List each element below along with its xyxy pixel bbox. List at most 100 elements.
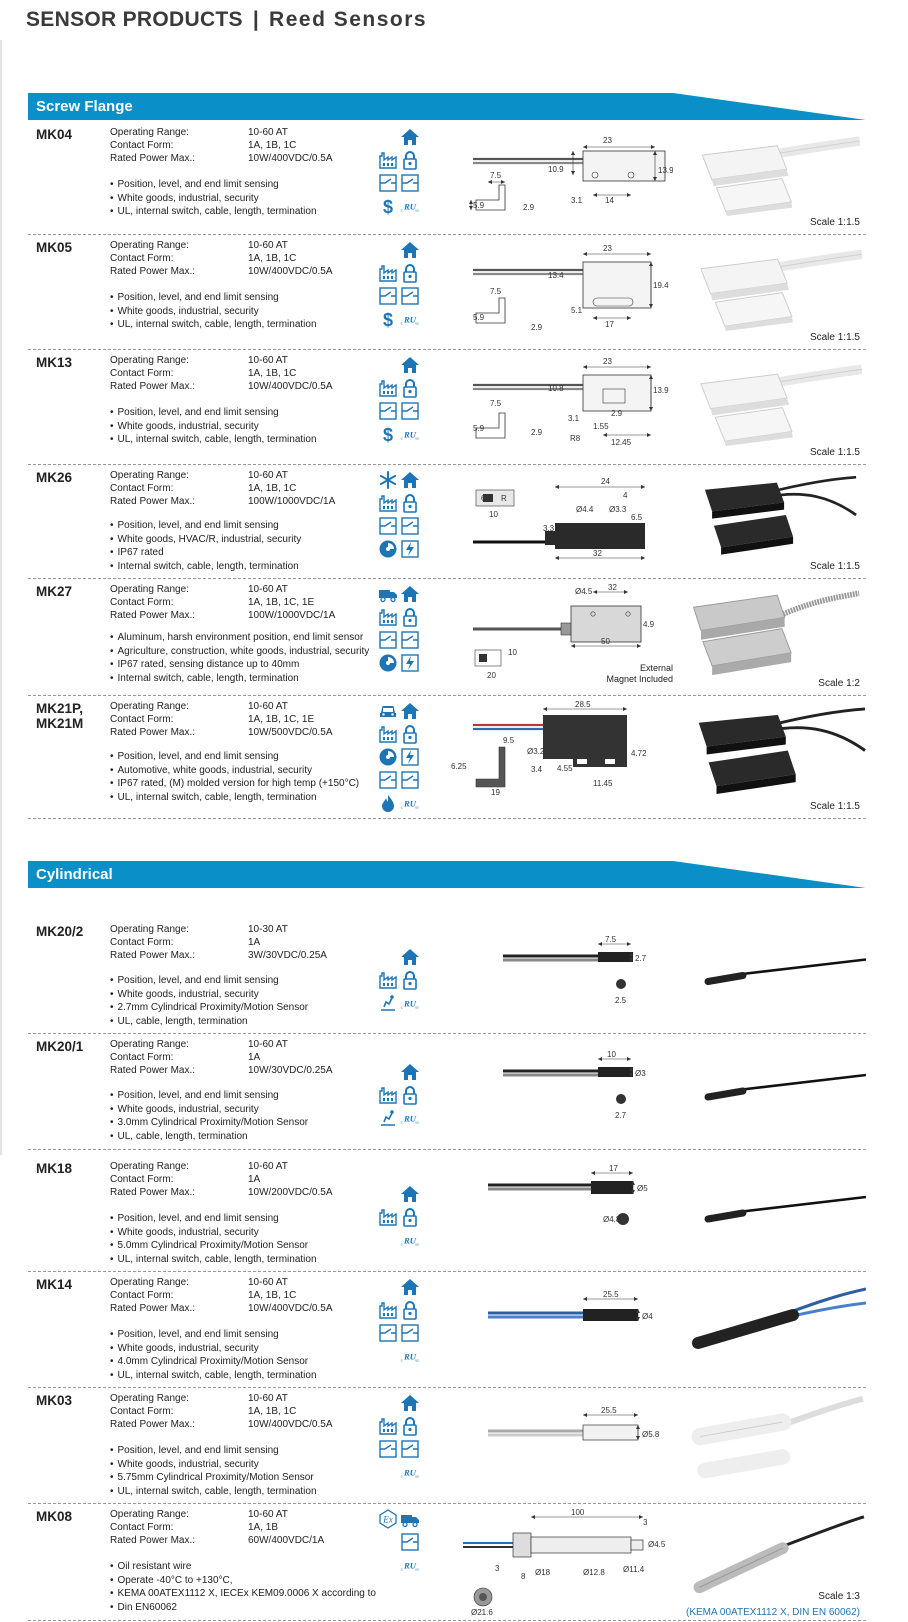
- model-number: MK03: [36, 1393, 73, 1408]
- spec-list: Operating Range:10-60 AT Contact Form:1A…: [110, 1038, 333, 1077]
- lock-icon: [400, 150, 420, 170]
- feature-item: 5.75mm Cylindrical Proximity/Motion Sens…: [110, 1471, 317, 1485]
- spec-contact-form: Contact Form:1A, 1B, 1C, 1E: [110, 596, 335, 609]
- spec-rated-power: Rated Power Max.:10W/30VDC/0.25A: [110, 1064, 333, 1077]
- feature-list: Position, level, and end limit sensingWh…: [110, 519, 302, 573]
- product-row-mk26: MK26 Operating Range:10-60 AT Contact Fo…: [28, 464, 866, 579]
- spec-value: 1A, 1B, 1C: [248, 368, 297, 379]
- svg-text:6.8: 6.8: [481, 494, 493, 503]
- feature-item: 2.7mm Cylindrical Proximity/Motion Senso…: [110, 1001, 309, 1015]
- svg-text:RU: RU: [403, 998, 417, 1008]
- spec-value: 10-60 AT: [248, 1277, 288, 1288]
- product-photo: [668, 924, 866, 1015]
- svg-text:10.9: 10.9: [548, 165, 564, 174]
- spec-label: Rated Power Max.:: [110, 266, 196, 277]
- svg-text:9.5: 9.5: [503, 736, 515, 745]
- lock-icon: [400, 493, 420, 513]
- svg-text:Ø4: Ø4: [642, 1312, 653, 1321]
- feature-item: Position, level, and end limit sensing: [110, 750, 359, 764]
- spec-rated-power: Rated Power Max.:100W/1000VDC/1A: [110, 609, 335, 622]
- svg-text:4.72: 4.72: [631, 749, 647, 758]
- switch-icon: [378, 401, 398, 421]
- svg-text:20: 20: [487, 671, 496, 680]
- svg-text:$: $: [383, 197, 393, 216]
- scale-label: Scale 1:1.5: [809, 217, 860, 228]
- feature-list: Position, level, and end limit sensingWh…: [110, 291, 317, 332]
- industrial-icon: [378, 724, 398, 744]
- svg-text:Ø12.8: Ø12.8: [583, 1568, 605, 1577]
- model-number: MK26: [36, 470, 73, 485]
- spec-contact-form: Contact Form:1A, 1B: [110, 1521, 324, 1534]
- spec-label: Contact Form:: [110, 253, 174, 264]
- scale-label: Scale 1:1.5: [809, 332, 860, 343]
- spec-value: 1A, 1B, 1C, 1E: [248, 597, 315, 608]
- svg-text:23: 23: [603, 244, 612, 253]
- switch-icon: [378, 1323, 398, 1343]
- spec-rated-power: Rated Power Max.:10W/500VDC/0.5A: [110, 726, 333, 739]
- switch-icon: [400, 1323, 420, 1343]
- spec-value: 10W/400VDC/0.5A: [248, 1419, 333, 1430]
- section-header-cylindrical: Cylindrical: [28, 861, 866, 888]
- svg-text:us: us: [415, 436, 419, 440]
- feature-list: Position, level, and end limit sensingWh…: [110, 1328, 317, 1382]
- svg-text:Ex: Ex: [382, 1515, 393, 1525]
- ex-icon: Ex: [378, 1509, 398, 1529]
- lock-icon: [400, 1085, 420, 1105]
- industrial-icon: [378, 1416, 398, 1436]
- spec-value: 10-60 AT: [248, 127, 288, 138]
- spec-label: Rated Power Max.:: [110, 1187, 196, 1198]
- svg-text:Ø11.4: Ø11.4: [623, 1565, 645, 1574]
- svg-text:5.9: 5.9: [473, 313, 485, 322]
- feature-list: Aluminum, harsh environment position, en…: [110, 631, 370, 685]
- svg-text:c: c: [401, 1119, 403, 1124]
- page-title: SENSOR PRODUCTS|Reed Sensors: [26, 8, 427, 32]
- industrial-icon: [378, 607, 398, 627]
- feature-item: 4.0mm Cylindrical Proximity/Motion Senso…: [110, 1355, 317, 1369]
- lock-icon: [400, 1207, 420, 1227]
- feature-item: IP67 rated: [110, 546, 301, 560]
- svg-text:24: 24: [601, 477, 610, 486]
- svg-text:25.5: 25.5: [603, 1290, 619, 1299]
- spec-rated-power: Rated Power Max.:100W/1000VDC/1A: [110, 495, 335, 508]
- spec-value: 10W/500VDC/0.5A: [248, 727, 333, 738]
- svg-text:5.9: 5.9: [473, 201, 485, 210]
- warning-icon: [400, 653, 420, 673]
- spec-label: Operating Range:: [110, 240, 189, 251]
- spec-contact-form: Contact Form:1A, 1B, 1C: [110, 252, 333, 265]
- svg-text:c: c: [401, 320, 403, 325]
- svg-text:RU: RU: [403, 1113, 417, 1123]
- feature-item: UL, cable, length, termination: [110, 1015, 308, 1029]
- switch-icon: [378, 173, 398, 193]
- svg-text:32: 32: [608, 583, 617, 592]
- spec-value: 1A, 1B, 1C, 1E: [248, 714, 315, 725]
- svg-text:4.55: 4.55: [557, 764, 573, 773]
- model-name: MK04: [36, 127, 72, 142]
- scale-label: Scale 1:1.5: [809, 801, 860, 812]
- spec-operating-range: Operating Range:10-60 AT: [110, 700, 333, 713]
- svg-text:us: us: [415, 1242, 419, 1246]
- svg-text:Ø21.6: Ø21.6: [471, 1608, 493, 1616]
- feature-item: UL, internal switch, cable, length, term…: [110, 1253, 317, 1267]
- feature-list: Position, level, and end limit sensingWh…: [110, 406, 317, 447]
- scale-label: Scale 1:3: [818, 1591, 860, 1602]
- page-margin-rule: [0, 40, 2, 1155]
- svg-text:23: 23: [603, 357, 612, 366]
- spec-label: Rated Power Max.:: [110, 610, 196, 621]
- spec-operating-range: Operating Range:10-60 AT: [110, 126, 333, 139]
- product-row-mk21p: MK21P,MK21M Operating Range:10-60 AT Con…: [28, 695, 866, 819]
- spec-label: Contact Form:: [110, 1290, 174, 1301]
- product-photo: [668, 240, 866, 331]
- scale-label: Scale 1:2: [818, 678, 860, 689]
- feature-item: UL, internal switch, cable, length, term…: [110, 1485, 317, 1499]
- feature-item: Position, level, and end limit sensing: [110, 406, 317, 420]
- svg-text:3: 3: [495, 1564, 500, 1573]
- feature-list: Position, level, and end limit sensingWh…: [110, 1089, 309, 1143]
